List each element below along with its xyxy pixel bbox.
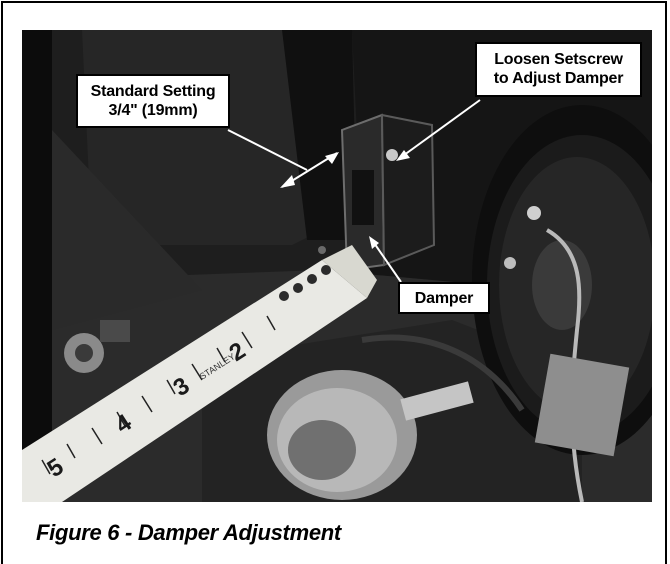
damper-callout: Damper xyxy=(398,282,490,314)
setscrew-line2: to Adjust Damper xyxy=(493,70,624,87)
damper-label: Damper xyxy=(414,290,474,307)
standard-setting-callout: Standard Setting 3/4" (19mm) xyxy=(76,74,230,128)
setscrew-callout: Loosen Setscrew to Adjust Damper xyxy=(475,42,642,97)
figure-caption: Figure 6 - Damper Adjustment xyxy=(36,520,341,545)
standard-setting-line1: Standard Setting xyxy=(90,83,216,100)
standard-setting-line2: 3/4" (19mm) xyxy=(108,102,198,119)
setscrew-line1: Loosen Setscrew xyxy=(494,51,623,68)
